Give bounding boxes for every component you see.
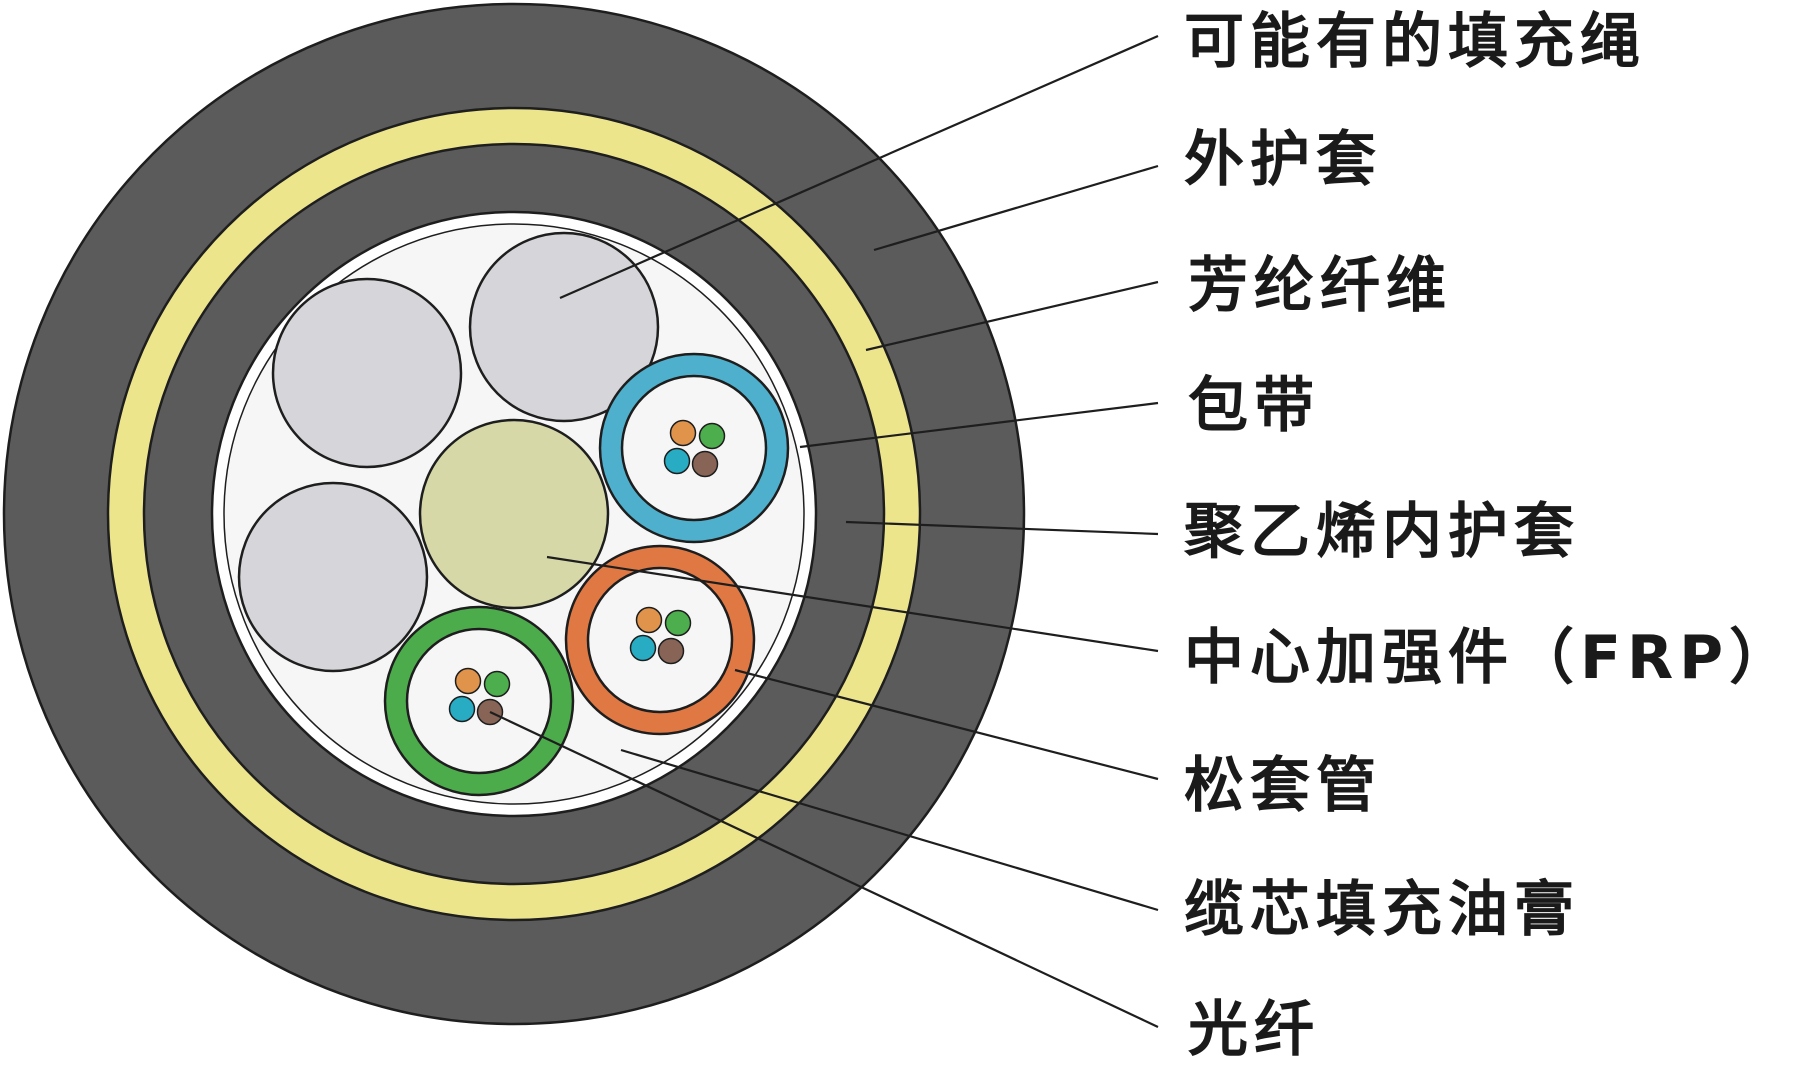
leader-lines (489, 34, 1159, 1028)
optical-fiber (663, 447, 691, 475)
leader-line-aramid-yarn (865, 280, 1159, 352)
leader-line-filler-rope (559, 34, 1159, 300)
callout-loose-tube: 松套管 (1184, 751, 1382, 821)
callout-wrapping-tape: 包带 (1188, 371, 1320, 441)
callout-pe-inner-sheath: 聚乙烯内护套 (1183, 497, 1580, 567)
optical-fiber (691, 450, 719, 478)
optical-fiber (669, 419, 697, 447)
leader-line-central-strength-member (546, 555, 1159, 653)
optical-fiber (448, 695, 476, 723)
loose-tube (598, 352, 790, 544)
cable-cross-section (2, 2, 1026, 1026)
fiber-bundle (663, 419, 726, 478)
optical-fiber (698, 422, 726, 450)
loose-tube (383, 605, 575, 797)
callout-labels: 可能有的填充绳 外护套 芳纶纤维 包带 聚乙烯内护套 中心加强件（FRP） 松套… (1183, 7, 1795, 1065)
optical-fiber (483, 670, 511, 698)
optical-fiber (664, 609, 692, 637)
loose-tube-interior (620, 374, 768, 522)
leader-line-outer-sheath (873, 164, 1159, 252)
leader-line-loose-tube (734, 668, 1159, 781)
filler-rope (468, 231, 660, 423)
callout-optical-fiber: 光纤 (1188, 995, 1320, 1065)
leader-line-wrapping-tape (799, 401, 1159, 449)
callout-outer-sheath: 外护套 (1184, 125, 1382, 195)
central-strength-member-frp (418, 418, 610, 610)
optical-fiber (657, 637, 685, 665)
fiber-bundle (629, 606, 692, 665)
loose-tube (564, 544, 756, 736)
filler-rope (237, 481, 429, 673)
filler-rope (271, 277, 463, 469)
callout-filler-rope: 可能有的填充绳 (1184, 7, 1646, 77)
leader-line-pe-inner-sheath (845, 520, 1159, 536)
optical-fiber (635, 606, 663, 634)
leader-line-optical-fiber (489, 711, 1159, 1028)
loose-tube-interior (405, 627, 553, 775)
optical-fiber (629, 634, 657, 662)
callout-central-strength-member: 中心加强件（FRP） (1184, 623, 1795, 693)
callout-aramid-yarn: 芳纶纤维 (1188, 251, 1452, 321)
callout-cable-filling-gel: 缆芯填充油膏 (1184, 875, 1580, 945)
leader-line-cable-filling-gel (620, 748, 1159, 912)
optical-fiber (454, 667, 482, 695)
loose-tube-interior (586, 566, 734, 714)
